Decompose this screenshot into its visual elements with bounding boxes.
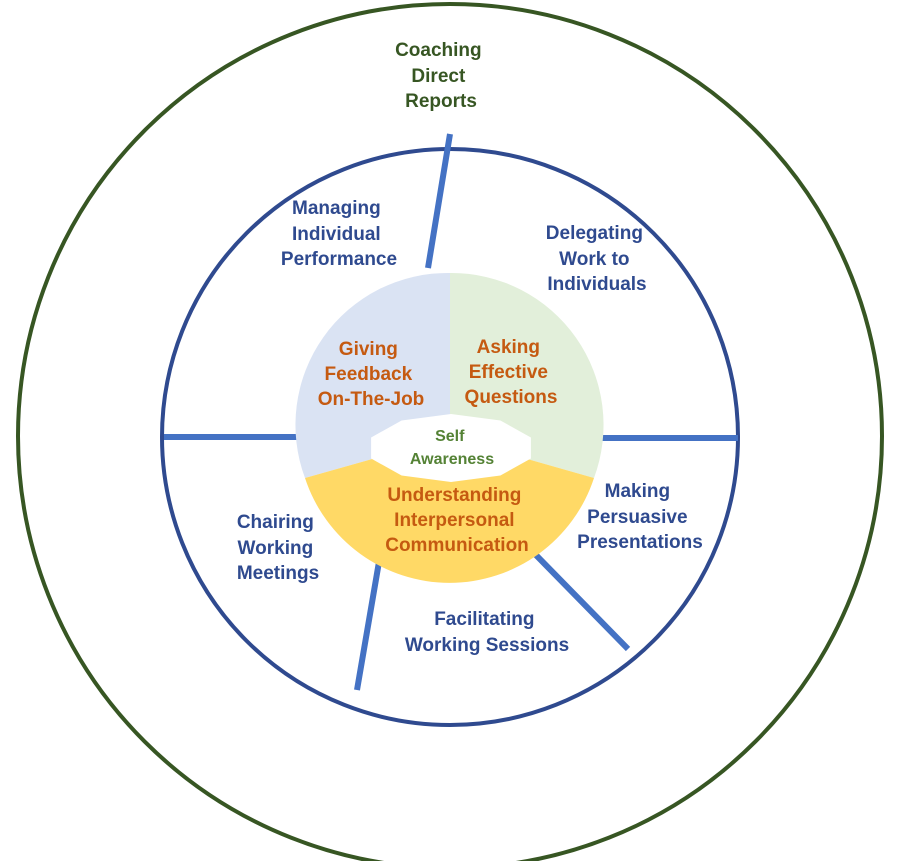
core-label-line: Self: [435, 428, 465, 445]
inner-label-line: Questions: [465, 387, 558, 408]
segment-label-line: Meetings: [237, 563, 319, 584]
sector-interpersonal-communication: [305, 437, 594, 583]
inner-label-giving-feedback: Giving Feedback On-The-Job: [318, 339, 425, 410]
segment-label-line: Managing: [292, 198, 381, 219]
inner-label-line: Effective: [469, 362, 548, 383]
segment-label-persuasive-presentations: Making Persuasive Presentations: [577, 481, 703, 553]
segment-label-line: Facilitating: [434, 609, 534, 630]
segment-label-line: Working Sessions: [405, 635, 569, 656]
inner-label-line: Understanding: [387, 485, 521, 506]
segment-label-managing-performance: Managing Individual Performance: [281, 198, 397, 270]
segment-label-line: Work to: [559, 249, 629, 270]
inner-label-line: Communication: [385, 535, 529, 556]
segment-label-line: Individuals: [547, 274, 646, 295]
segment-label-chairing-meetings: Chairing Working Meetings: [237, 512, 319, 584]
outer-label-line: Direct: [411, 66, 466, 87]
segment-dividers: [164, 133, 738, 691]
inner-label-line: Giving: [339, 339, 398, 360]
segment-label-facilitating-sessions: Facilitating Working Sessions: [405, 609, 569, 656]
segment-label-line: Persuasive: [587, 507, 687, 528]
segment-label-line: Working: [238, 538, 314, 559]
inner-circle: [295, 272, 604, 583]
outer-ring-label: Coaching Direct Reports: [395, 40, 487, 112]
inner-label-line: Interpersonal: [394, 510, 514, 531]
core-label-line: Awareness: [410, 451, 494, 468]
self-awareness-core: [371, 414, 531, 482]
segment-label-line: Making: [605, 481, 670, 502]
segment-label-line: Individual: [292, 224, 381, 245]
core-label-self-awareness: Self Awareness: [410, 428, 494, 468]
divider-top: [425, 133, 453, 269]
segment-label-line: Performance: [281, 249, 397, 270]
divider-bottom-right: [529, 548, 631, 652]
segment-label-delegating-work: Delegating Work to Individuals: [546, 223, 648, 295]
inner-label-line: On-The-Job: [318, 389, 425, 410]
divider-bottom-left: [354, 555, 383, 691]
inner-label-line: Asking: [477, 337, 540, 358]
segment-label-line: Delegating: [546, 223, 643, 244]
inner-label-interpersonal-communication: Understanding Interpersonal Communicatio…: [385, 485, 529, 556]
segment-label-line: Chairing: [237, 512, 314, 533]
outer-label-line: Reports: [405, 91, 477, 112]
segment-label-line: Presentations: [577, 532, 703, 553]
outer-label-line: Coaching: [395, 40, 482, 61]
inner-label-line: Feedback: [325, 364, 413, 385]
inner-label-asking-questions: Asking Effective Questions: [465, 337, 558, 408]
outer-ring: [16, 2, 884, 861]
